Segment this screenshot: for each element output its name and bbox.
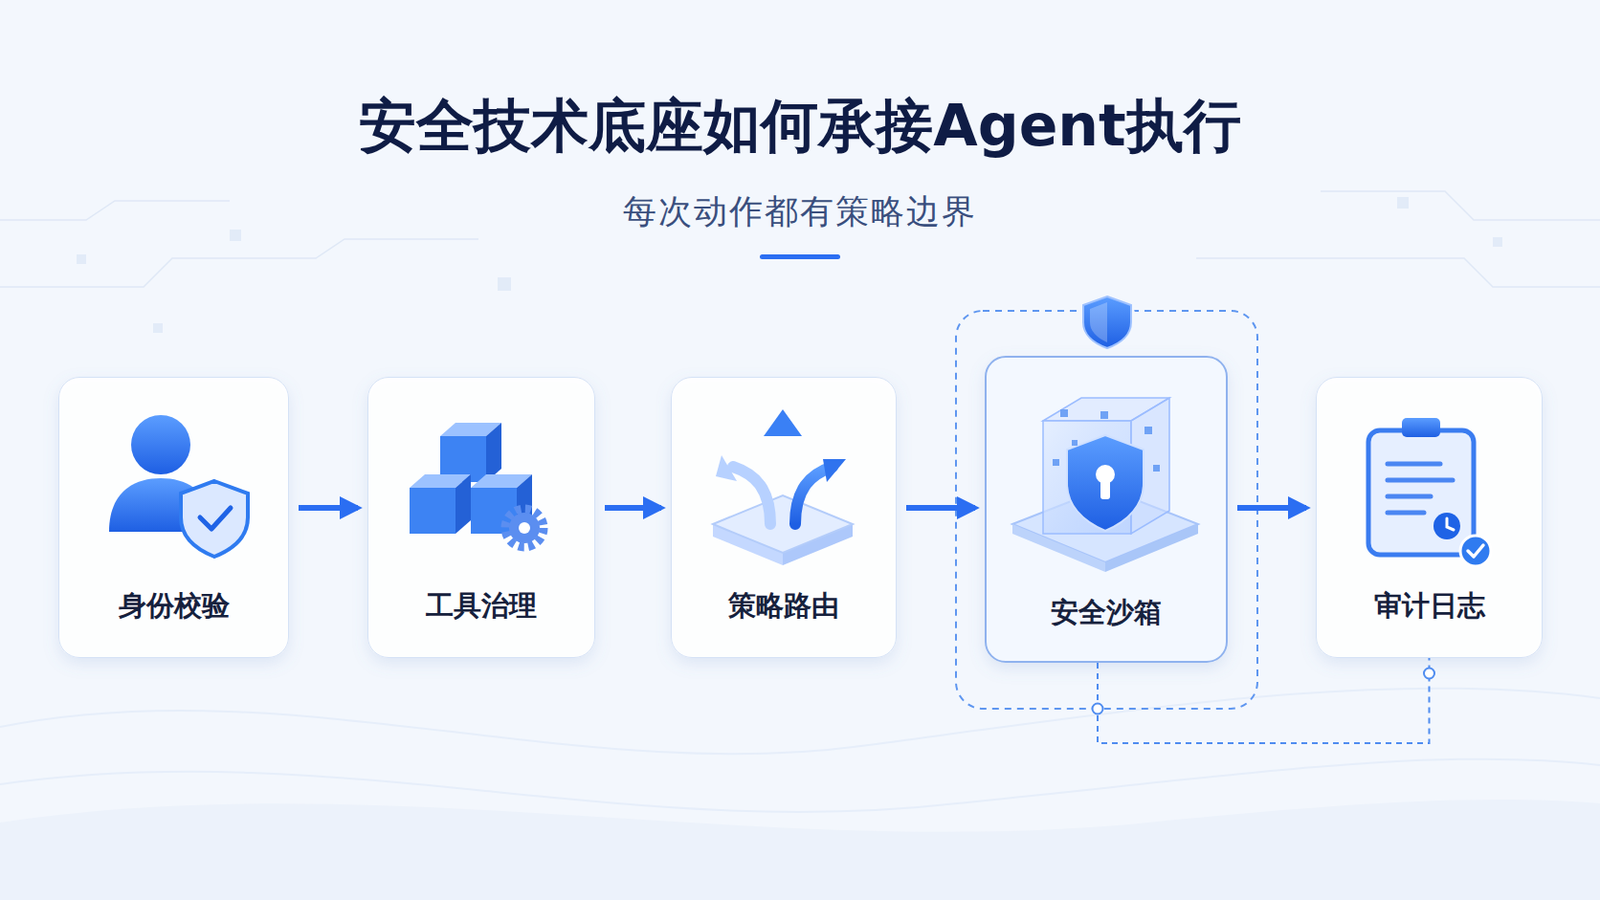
flow-arrow (1237, 505, 1307, 512)
link-dot (1423, 668, 1435, 680)
tools-icon (409, 422, 544, 548)
flow-arrow (906, 505, 976, 512)
diagram-title: 安全技术底座如何承接Agent执行 (0, 88, 1600, 166)
link-dot (1092, 704, 1104, 715)
card-label: 策略路由 (728, 589, 840, 623)
process-card: 工具治理 (367, 377, 596, 659)
identity-icon (109, 415, 248, 557)
routing-icon (712, 409, 853, 566)
card-label: 工具治理 (425, 589, 537, 623)
dashed-link (1097, 658, 1430, 744)
flow-arrow (298, 505, 358, 512)
audit-icon (1368, 418, 1491, 567)
card-grounds (58, 355, 1543, 664)
card-label: 身份校验 (118, 589, 230, 623)
process-card: 安全沙箱 (984, 355, 1228, 664)
flow-arrow (604, 505, 662, 512)
title-underline (759, 254, 841, 260)
boundary-shield (1078, 290, 1136, 349)
wave-ground (0, 800, 1600, 900)
process-card: 策略路由 (670, 377, 897, 659)
card-label: 安全沙箱 (1050, 596, 1162, 630)
card-label: 审计日志 (1374, 589, 1486, 623)
wave-lines (0, 688, 1600, 813)
sandbox-icon (1012, 398, 1199, 573)
process-card: 审计日志 (1315, 377, 1543, 659)
subtitle: 每次动作都有策略边界 (0, 189, 1600, 235)
sandbox-boundary (955, 311, 1258, 710)
process-card: 身份校验 (58, 377, 289, 659)
